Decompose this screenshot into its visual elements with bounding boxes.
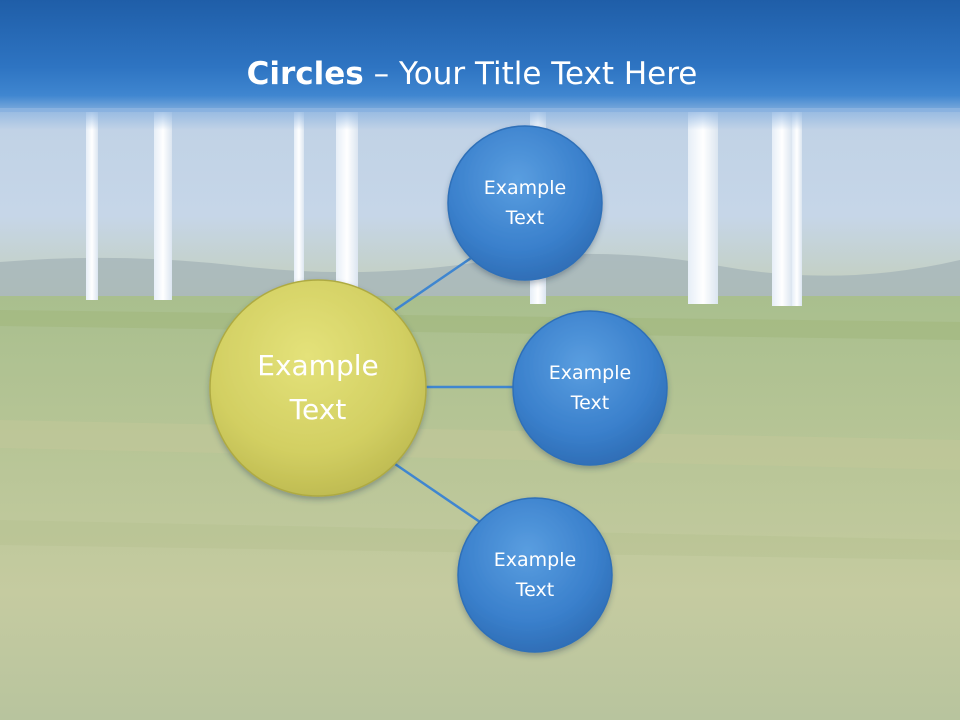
- node-label-middle-line2: Text: [570, 392, 610, 414]
- node-circle-bottom[interactable]: [457, 497, 613, 653]
- center-label-line1: Example: [257, 349, 379, 382]
- node-label-top: Example Text: [455, 133, 595, 273]
- node-label-top-line1: Example: [483, 177, 567, 199]
- node-label-bottom: Example Text: [465, 505, 605, 645]
- node-label-middle: Example Text: [520, 318, 660, 458]
- slide-title: Circles – Your Title Text Here: [0, 52, 944, 96]
- center-circle[interactable]: [209, 279, 427, 497]
- title-rest: – Your Title Text Here: [363, 56, 698, 92]
- node-label-bottom-line2: Text: [515, 579, 555, 601]
- node-circle-middle[interactable]: [512, 310, 668, 466]
- node-label-bottom-line1: Example: [493, 549, 577, 571]
- center-label-line2: Text: [289, 393, 347, 426]
- connector-top: [394, 254, 475, 312]
- title-bar: [0, 0, 960, 112]
- node-label-middle-line1: Example: [548, 362, 632, 384]
- title-bold: Circles: [246, 56, 364, 92]
- connector-bottom: [394, 462, 481, 524]
- title-bar-fade: [0, 108, 960, 130]
- node-circle-top[interactable]: [447, 125, 603, 281]
- node-label-top-line2: Text: [505, 207, 545, 229]
- center-label: Example Text: [218, 288, 418, 488]
